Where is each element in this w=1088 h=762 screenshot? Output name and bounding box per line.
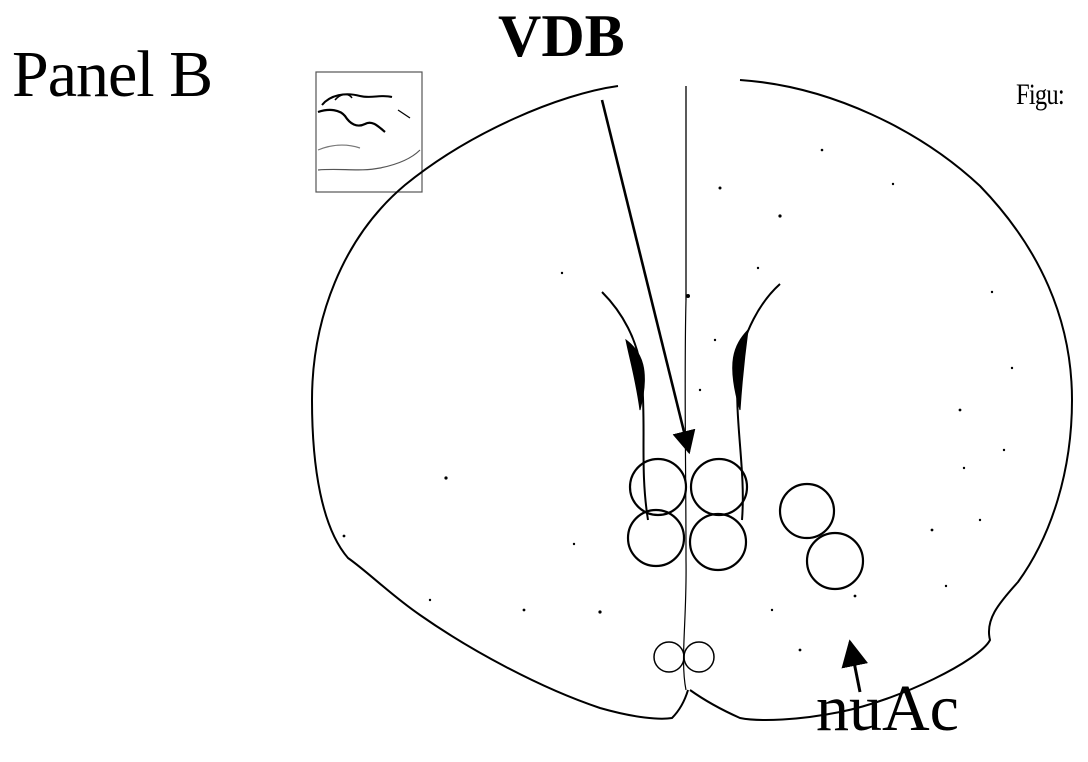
nuac-site-circle bbox=[780, 484, 834, 538]
sagittal-inset-thumbnail bbox=[316, 72, 422, 192]
vdb-arrow bbox=[602, 100, 689, 452]
nuac-site-circle bbox=[807, 533, 863, 589]
vdb-injection-sites bbox=[628, 459, 747, 570]
vdb-site-circle bbox=[691, 459, 747, 515]
section-speckles bbox=[343, 149, 1014, 652]
nuac-injection-sites bbox=[780, 484, 863, 589]
vdb-site-circle bbox=[630, 459, 686, 515]
vdb-site-circle bbox=[628, 510, 684, 566]
vdb-site-circle bbox=[690, 514, 746, 570]
nuac-arrow bbox=[850, 642, 860, 692]
coronal-section-outline bbox=[312, 80, 1072, 720]
